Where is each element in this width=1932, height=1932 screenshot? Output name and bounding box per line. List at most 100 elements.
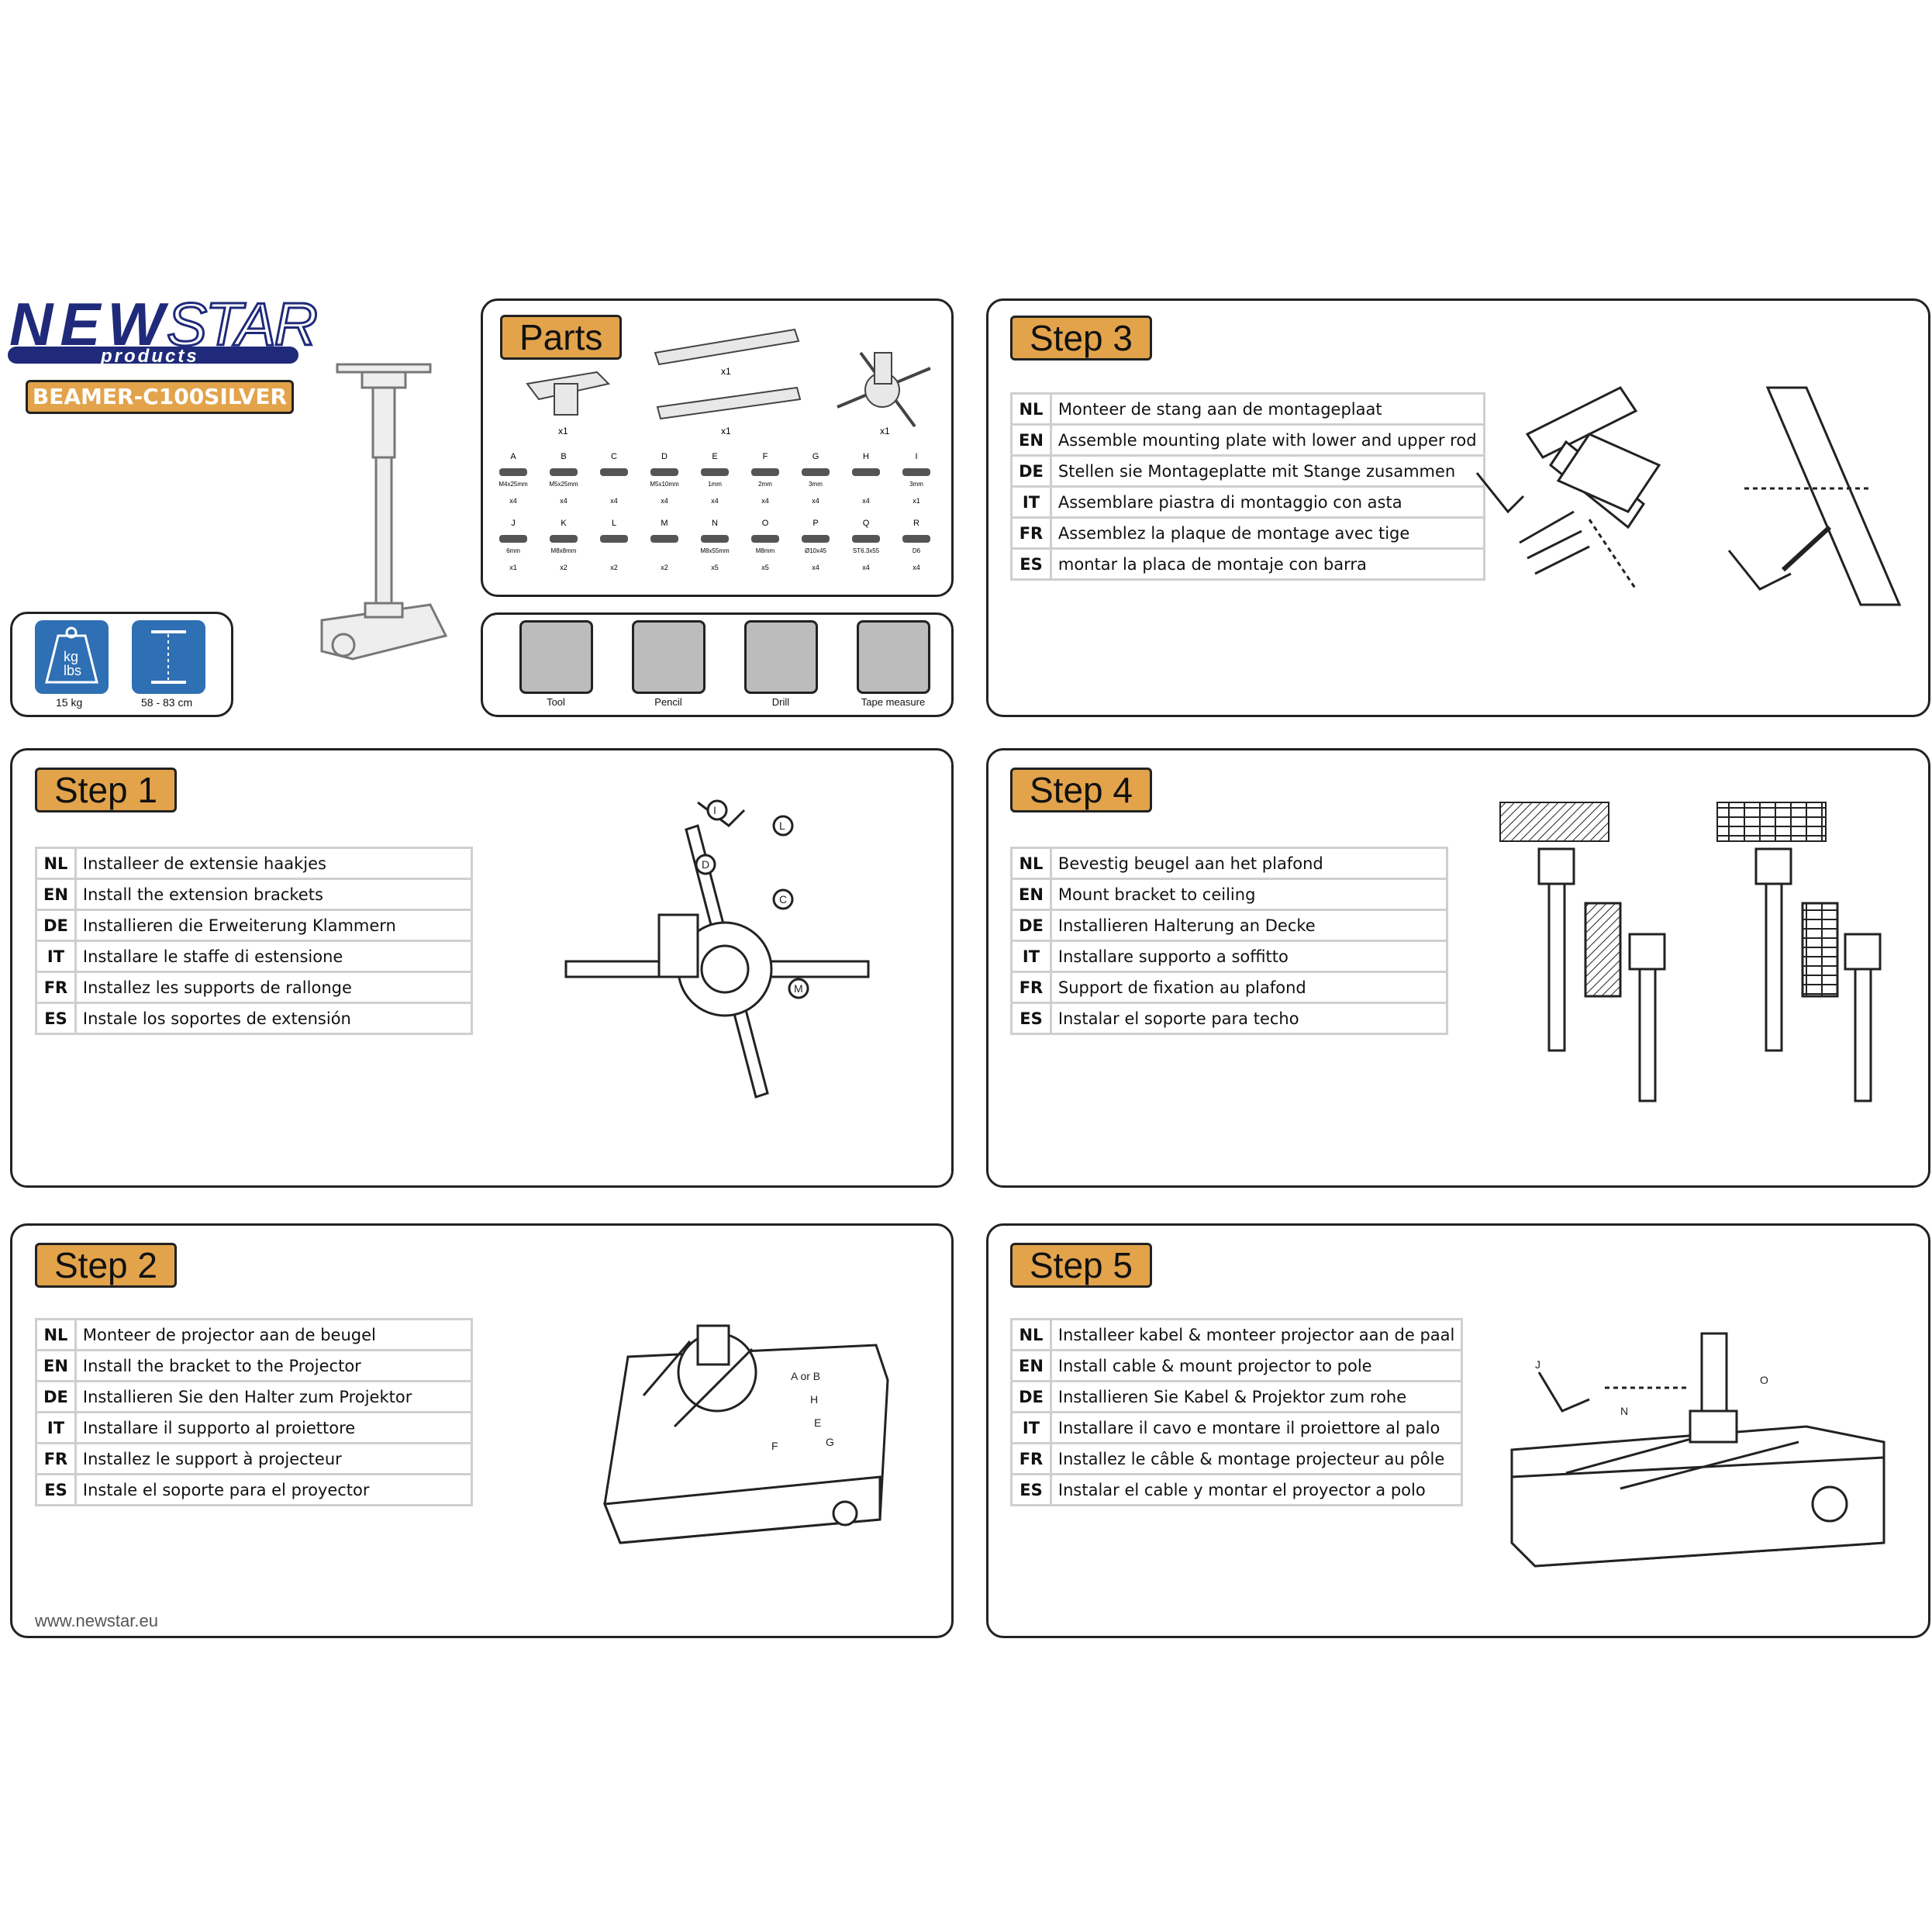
step1-diagram: I L D C M [564,799,870,1099]
instruction-text: Instalar el soporte para techo [1049,1002,1449,1035]
footer-url[interactable]: www.newstar.eu [35,1611,158,1630]
language-code: DE [35,1380,77,1413]
part-shape [650,468,678,476]
part-shape [902,535,930,543]
part-shape [852,535,880,543]
part-size: ST6.3x55 [853,547,880,554]
part-qty: x4 [812,497,819,505]
instruction-text: Installare il supporto al proiettore [74,1411,474,1444]
step5-label-0: J [1535,1358,1540,1371]
instruction-text: Install the bracket to the Projector [74,1349,474,1382]
screwdriver-icon [519,620,593,694]
instruction-text: Installieren Sie Kabel & Projektor zum r… [1049,1380,1464,1413]
part-size: M5x10mm [650,481,679,488]
pencil-icon [631,620,706,694]
part-qty: x4 [610,497,618,505]
language-code: ES [35,1002,77,1035]
step2-label-2: E [814,1416,821,1429]
part-size: Ø10x45 [805,547,827,554]
part-qty: x2 [560,564,568,571]
tool-tool: Tool [517,620,595,713]
part-shape [499,535,527,543]
language-code: IT [1010,485,1052,519]
part-qty: x4 [812,564,819,571]
part-letter: O [762,519,769,528]
part-qty: x2 [661,564,668,571]
instruction-text: Support de fixation au plafond [1049,971,1449,1004]
step5-diagram: J N O [1510,1332,1885,1568]
language-code: IT [1010,940,1052,973]
step2-label-4: G [826,1436,834,1448]
part-qty: x4 [560,497,568,505]
part-letter: R [913,519,919,528]
part-shape [550,468,578,476]
language-code: IT [1010,1411,1052,1444]
part-shape [550,535,578,543]
parts-main-qty-plate: x1 [558,426,568,436]
language-code: ES [1010,1002,1052,1035]
product-illustration [320,363,448,661]
brand-logo: NEW STAR products [8,289,319,368]
language-code: FR [1010,1442,1052,1475]
instruction-text: Monteer de projector aan de beugel [74,1318,474,1351]
part-size: 3mm [809,481,823,488]
parts-title: Parts [500,315,623,360]
instruction-text: Instale el soporte para el proyector [74,1473,474,1506]
language-code: NL [1010,392,1052,426]
step2-label-3: F [771,1440,778,1452]
step5-label-2: O [1760,1374,1768,1386]
step3-diagram [1475,386,1902,606]
part-size: 6mm [506,547,520,554]
part-shape [650,535,678,543]
instruction-text: Stellen sie Montageplatte mit Stange zus… [1049,454,1485,488]
part-letter: H [863,452,869,461]
language-code: FR [35,1442,77,1475]
part-qty: x5 [711,564,719,571]
instruction-text: montar la placa de montaje con barra [1049,547,1485,581]
part-letter: A [510,452,516,461]
part-shape [852,468,880,476]
drill-icon [743,620,818,694]
newstar-logo-icon: NEW STAR [8,289,319,364]
tool-label: Pencil [654,696,682,708]
part-size: 1mm [708,481,722,488]
part-qty: x4 [661,497,668,505]
parts-main-qty-upper-rod: x1 [721,366,731,377]
part-qty: x4 [913,564,920,571]
instruction-text: Instalar el cable y montar el proyector … [1049,1473,1464,1506]
instruction-text: Install the extension brackets [74,878,474,911]
language-code: EN [35,878,77,911]
part-qty: x5 [761,564,769,571]
instruction-text: Bevestig beugel aan het plafond [1049,847,1449,880]
part-letter: I [915,452,917,461]
step1-label-1: L [779,819,785,832]
step5-label-1: N [1620,1405,1628,1417]
language-code: EN [35,1349,77,1382]
part-letter: M [661,519,668,528]
instruction-text: Installieren Halterung an Decke [1049,909,1449,942]
instruction-text: Install cable & mount projector to pole [1049,1349,1464,1382]
parts-grid: AM4x25mmx4BM5x25mmx4Cx4DM5x10mmx4E1mmx4F… [499,452,930,571]
language-code: EN [1010,423,1052,457]
part-letter: L [612,519,616,528]
part-qty: x1 [509,564,517,571]
